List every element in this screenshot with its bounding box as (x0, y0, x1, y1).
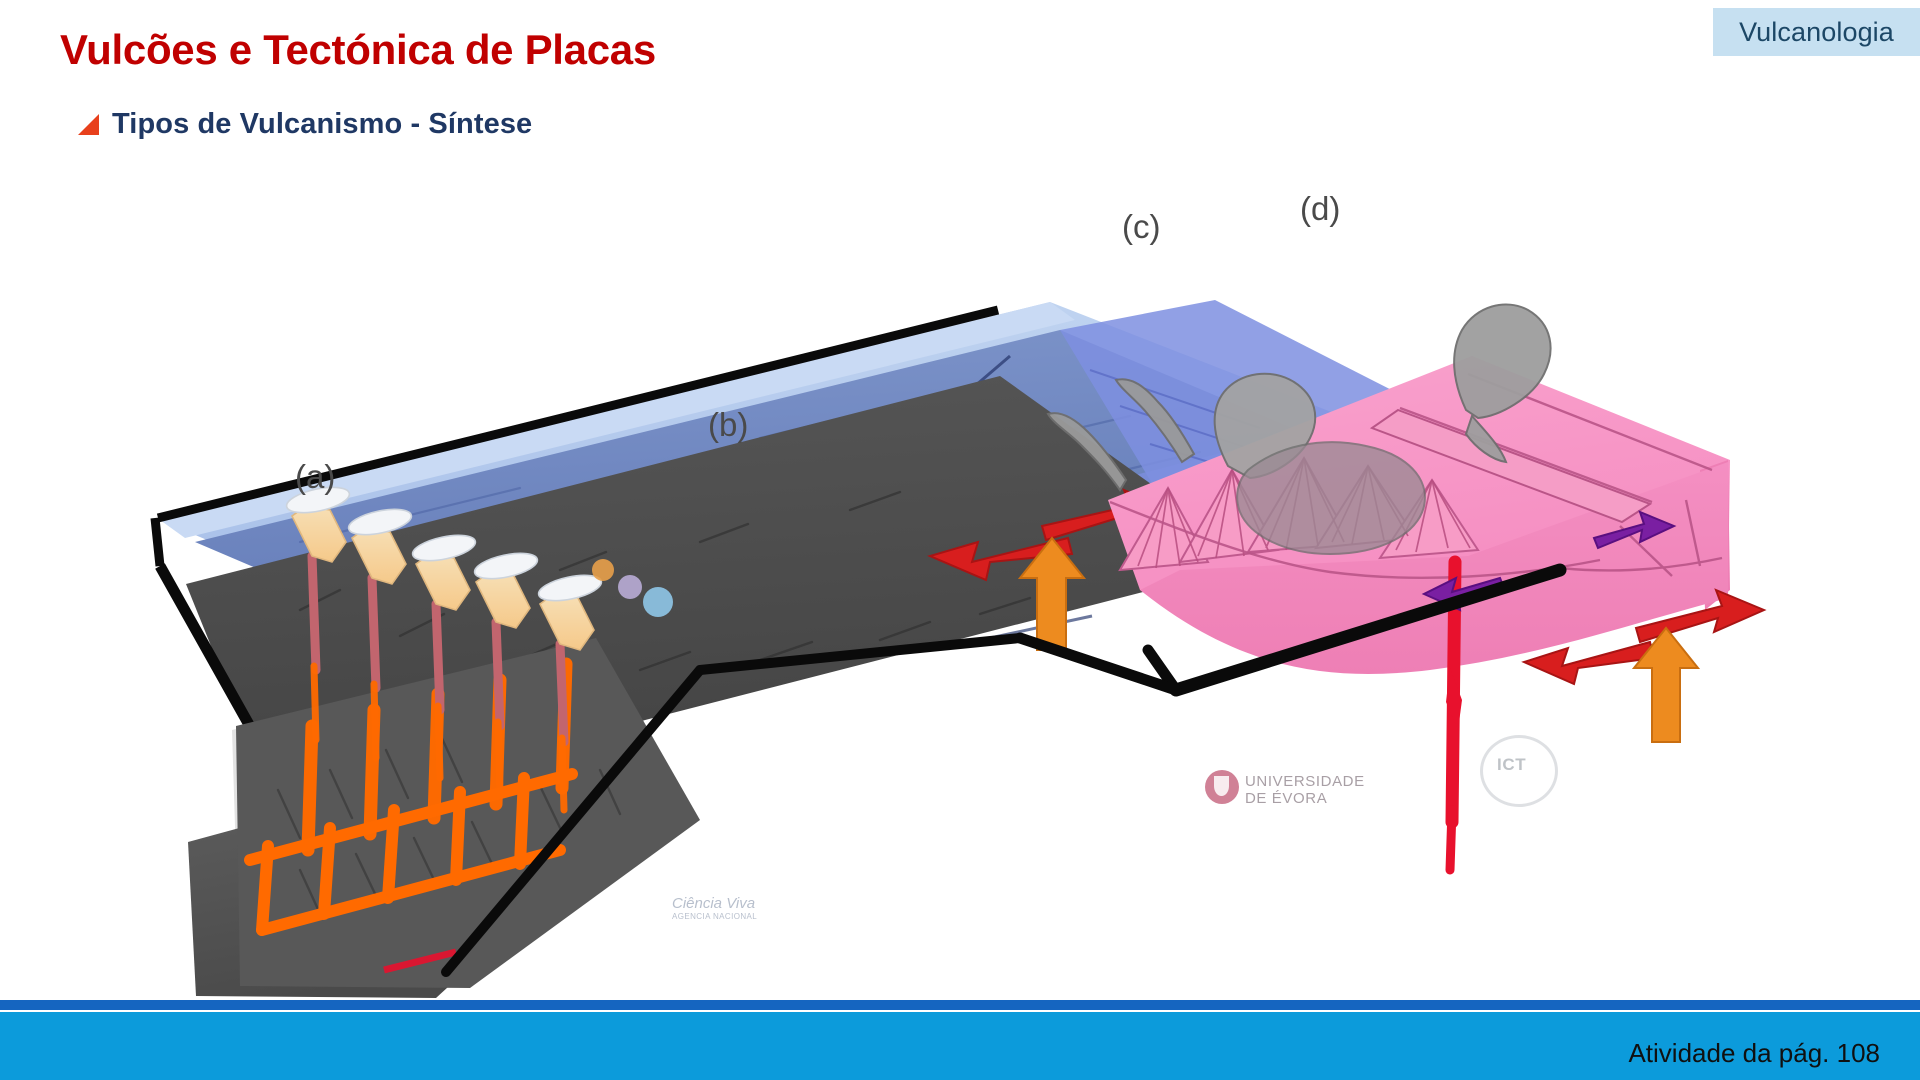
triangle-bullet-icon (78, 114, 99, 135)
figure-label-d: (d) (1300, 190, 1340, 227)
figure-label-c: (c) (1122, 208, 1160, 245)
footer-bar (0, 1012, 1920, 1080)
lithosphere-base-edge (441, 563, 1567, 977)
universidade-evora-logo-icon (1205, 770, 1239, 804)
section-badge-label: Vulcanologia (1739, 16, 1894, 47)
spreading-arrows-continent (1521, 588, 1767, 743)
arc-volcano-plumes (1046, 372, 1426, 556)
subtitle-row: Tipos de Vulcanismo - Síntese (78, 108, 532, 141)
page-title: Vulcões e Tectónica de Placas (60, 26, 656, 73)
diagram-svg: (a) (b) (c) (d) (150, 190, 1767, 998)
rift-volcano-plume (1453, 303, 1552, 464)
figure-label-b: (b) (708, 406, 748, 443)
ict-ring-icon (1480, 735, 1558, 807)
section-badge: Vulcanologia (1713, 8, 1920, 56)
footer-accent-stripe (0, 1000, 1920, 1010)
figure-label-a: (a) (295, 458, 335, 495)
decorative-spheres (592, 559, 673, 617)
figure-labels: (a) (b) (c) (d) (295, 190, 1340, 495)
subtitle-label: Tipos de Vulcanismo - Síntese (112, 108, 533, 140)
spreading-arrows-ocean (927, 488, 1175, 651)
footer-activity-note: Atividade da pág. 108 (1628, 1038, 1880, 1068)
volcanism-tectonics-diagram: (a) (b) (c) (d) UNIVERSIDADE DE ÉVORA Ci… (0, 170, 1920, 1000)
ridge-volcano-group (285, 486, 603, 814)
